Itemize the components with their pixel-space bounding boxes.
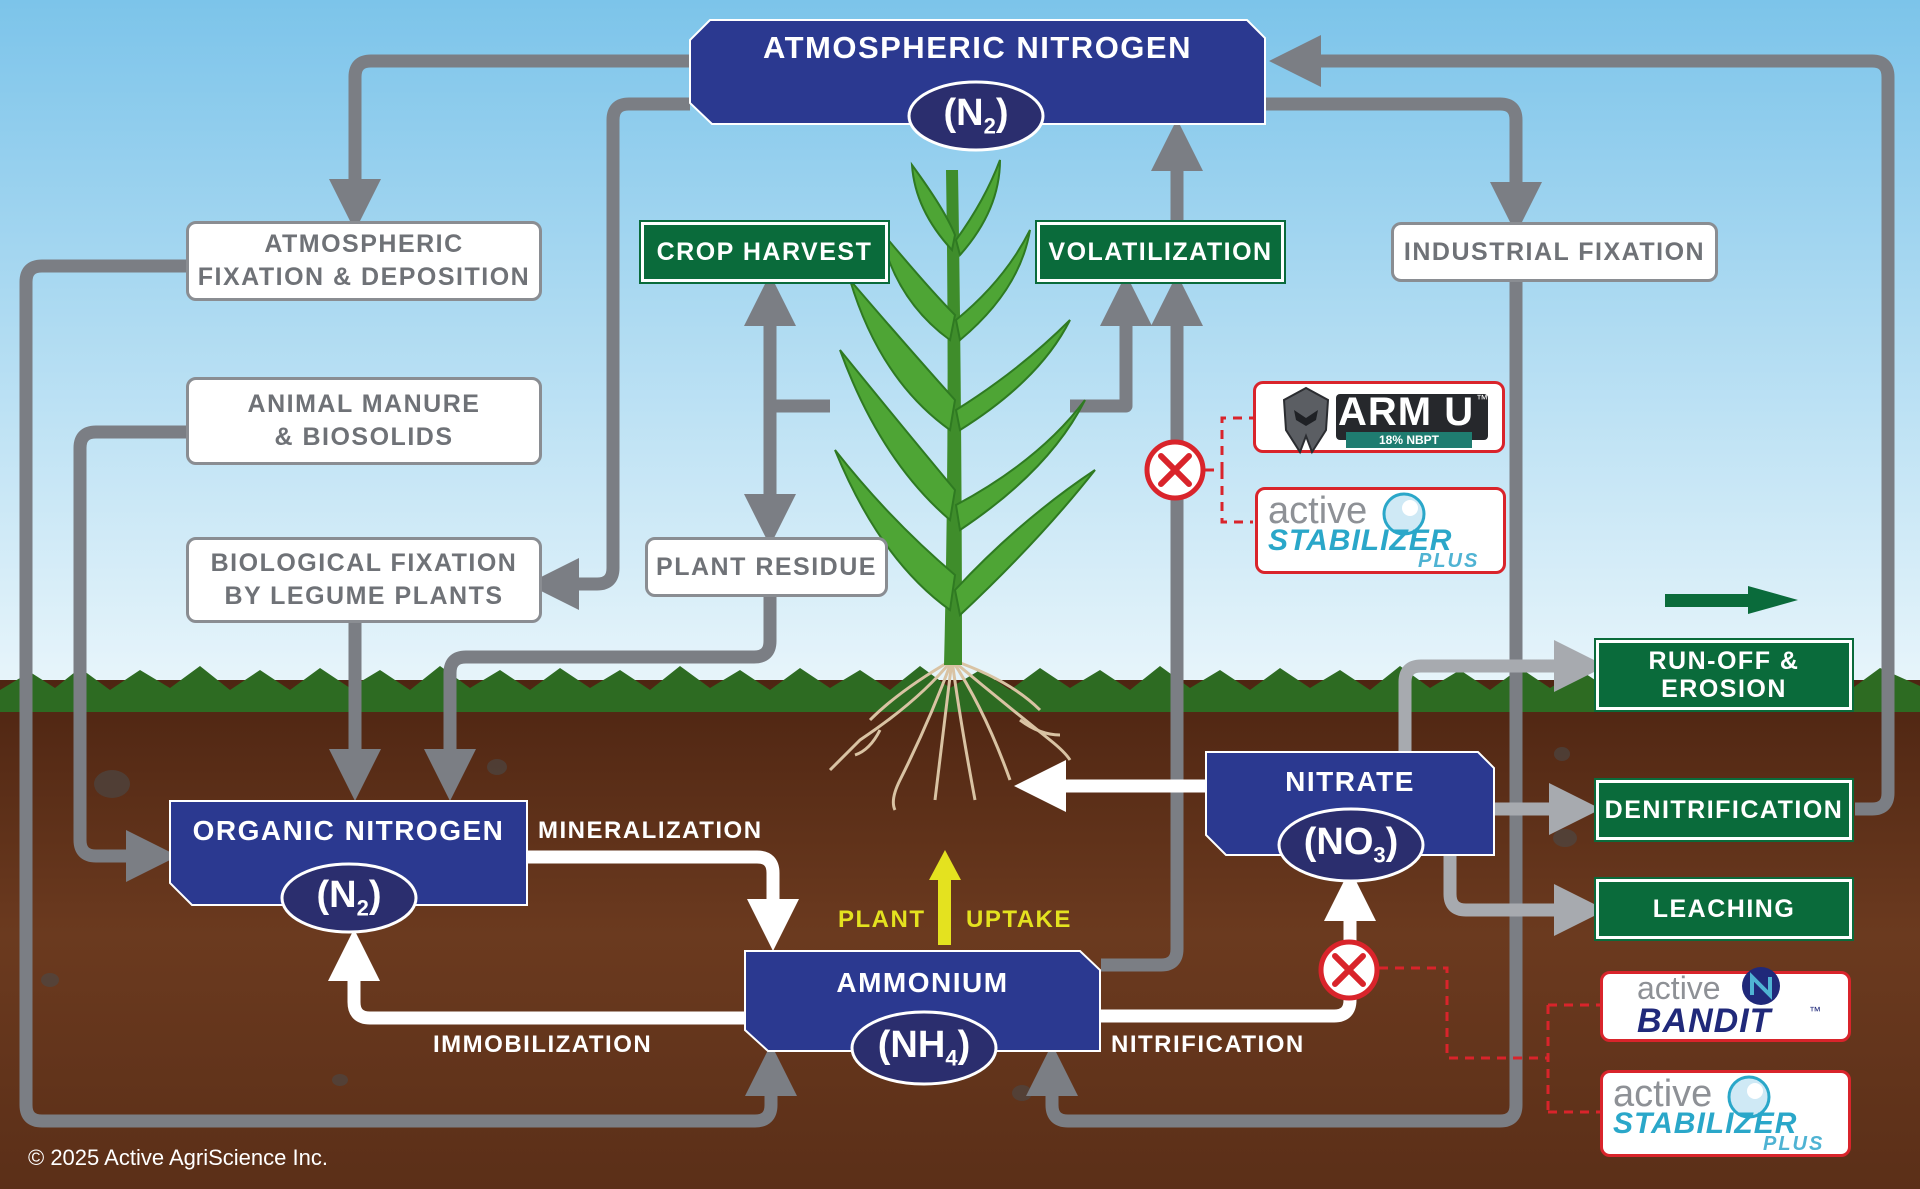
active-bandit-product-box: active BANDIT ™: [1600, 967, 1851, 1042]
leaching-box: LEACHING: [1594, 877, 1854, 941]
active-word-lower: active: [1613, 1073, 1713, 1115]
uptake-label: UPTAKE: [966, 906, 1072, 933]
nitrate-formula-sub: 3: [1373, 842, 1386, 868]
organic-nitrogen-title: ORGANIC NITROGEN: [192, 815, 505, 846]
copyright-notice: © 2025 Active AgriScience Inc.: [28, 1145, 328, 1170]
formula-n: N: [956, 92, 984, 134]
biological-fixation-line1: BIOLOGICAL FIXATION: [210, 549, 518, 577]
nitrification-label: NITRIFICATION: [1111, 1031, 1305, 1058]
ammonium-formula-nh: NH: [890, 1024, 946, 1066]
n2-oval-top: [907, 80, 1045, 152]
helmet-logo-icon: [1282, 386, 1330, 455]
biological-fixation-box: BIOLOGICAL FIXATION BY LEGUME PLANTS: [186, 537, 542, 623]
no3-oval: [1277, 807, 1425, 883]
arm-u-nbpt: 18% NBPT: [1346, 432, 1472, 448]
stabilizer-word-lower: STABILIZER: [1613, 1107, 1798, 1140]
ammonium-formula: (NH4): [877, 1024, 971, 1071]
globe-icon: [1382, 492, 1426, 536]
active-stabilizer-plus-upper: active STABILIZER PLUS: [1255, 487, 1506, 574]
arm-u-trademark: ™: [1476, 392, 1488, 406]
ammonium-box: [744, 950, 1101, 1052]
organic-nitrogen-formula: (N2): [316, 874, 382, 921]
nh4-oval: [850, 1010, 998, 1086]
denitrification-label: DENITRIFICATION: [1604, 796, 1844, 824]
biological-fixation-line2: BY LEGUME PLANTS: [224, 582, 504, 610]
plant-residue-label: PLANT RESIDUE: [656, 552, 877, 581]
bandit-trademark: ™: [1809, 1004, 1821, 1018]
crop-harvest-label: CROP HARVEST: [656, 238, 873, 266]
corn-plant-illustration: [828, 159, 1096, 811]
animal-manure-line2: & BIOSOLIDS: [274, 423, 454, 451]
plant-uptake-arrow: [929, 850, 961, 945]
ammonium-formula-sub: 4: [945, 1045, 958, 1071]
globe-icon-lower: [1727, 1075, 1771, 1119]
runoff-line1: RUN-OFF &: [1648, 647, 1800, 675]
nitrate-title: NITRATE: [1285, 766, 1415, 797]
industrial-fixation-box: INDUSTRIAL FIXATION: [1391, 222, 1718, 282]
ammonium-title: AMMONIUM: [836, 967, 1009, 998]
plant-residue-box: PLANT RESIDUE: [645, 537, 888, 597]
atmospheric-nitrogen-title: ATMOSPHERIC NITROGEN: [763, 30, 1192, 65]
stabilizer-word: STABILIZER: [1268, 524, 1453, 557]
atmospheric-nitrogen-formula: (N2): [943, 92, 1009, 139]
organic-formula-n: N: [329, 874, 357, 916]
atmospheric-fixation-box: ATMOSPHERIC FIXATION & DEPOSITION: [186, 221, 542, 301]
plant-label: PLANT: [838, 906, 926, 933]
industrial-fixation-label: INDUSTRIAL FIXATION: [1403, 237, 1706, 266]
plus-word: PLUS: [1418, 550, 1480, 572]
n2-oval-organic: [280, 862, 418, 934]
atmospheric-fixation-line1: ATMOSPHERIC: [264, 230, 464, 258]
arm-u-product-box: ARM U ™ 18% NBPT: [1253, 381, 1505, 455]
animal-manure-line1: ANIMAL MANURE: [247, 390, 481, 418]
bandit-word: BANDIT: [1637, 1002, 1772, 1040]
n-logo-icon: [1742, 967, 1780, 1005]
nitrate-box: [1205, 751, 1495, 856]
nitrification-inhibitor: [1318, 939, 1600, 1114]
immobilization-label: IMMOBILIZATION: [433, 1031, 653, 1058]
active-word: active: [1268, 490, 1368, 532]
nitrate-formula: (NO3): [1303, 821, 1399, 868]
animal-manure-box: ANIMAL MANURE & BIOSOLIDS: [186, 377, 542, 465]
runoff-erosion-box: RUN-OFF & EROSION: [1594, 638, 1854, 712]
atmospheric-fixation-line2: FIXATION & DEPOSITION: [197, 263, 531, 291]
active-stabilizer-plus-lower: active STABILIZER PLUS: [1600, 1070, 1851, 1157]
soil-process-arrows: [328, 760, 1376, 1025]
denitrification-box: DENITRIFICATION: [1594, 778, 1854, 842]
nitrate-loss-arrows: [1398, 640, 1606, 936]
green-arrow-legend: [1665, 586, 1798, 614]
plus-word-lower: PLUS: [1763, 1133, 1825, 1155]
organic-formula-sub: 2: [356, 895, 369, 921]
leaching-label: LEACHING: [1652, 895, 1796, 923]
grass-strip: [0, 666, 1920, 712]
arm-u-name: ARM U: [1338, 390, 1475, 434]
bandit-active-word: active: [1637, 970, 1721, 1006]
volatilization-inhibitor: [1144, 416, 1253, 524]
nitrate-formula-no: NO: [1316, 821, 1374, 863]
mineralization-label: MINERALIZATION: [538, 817, 763, 844]
gray-flow-arrows: [19, 35, 1895, 1128]
volatilization-box: VOLATILIZATION: [1035, 220, 1286, 284]
crop-harvest-box: CROP HARVEST: [639, 220, 890, 284]
formula-sub: 2: [983, 113, 996, 139]
runoff-line2: EROSION: [1661, 675, 1787, 703]
volatilization-label: VOLATILIZATION: [1048, 238, 1273, 266]
